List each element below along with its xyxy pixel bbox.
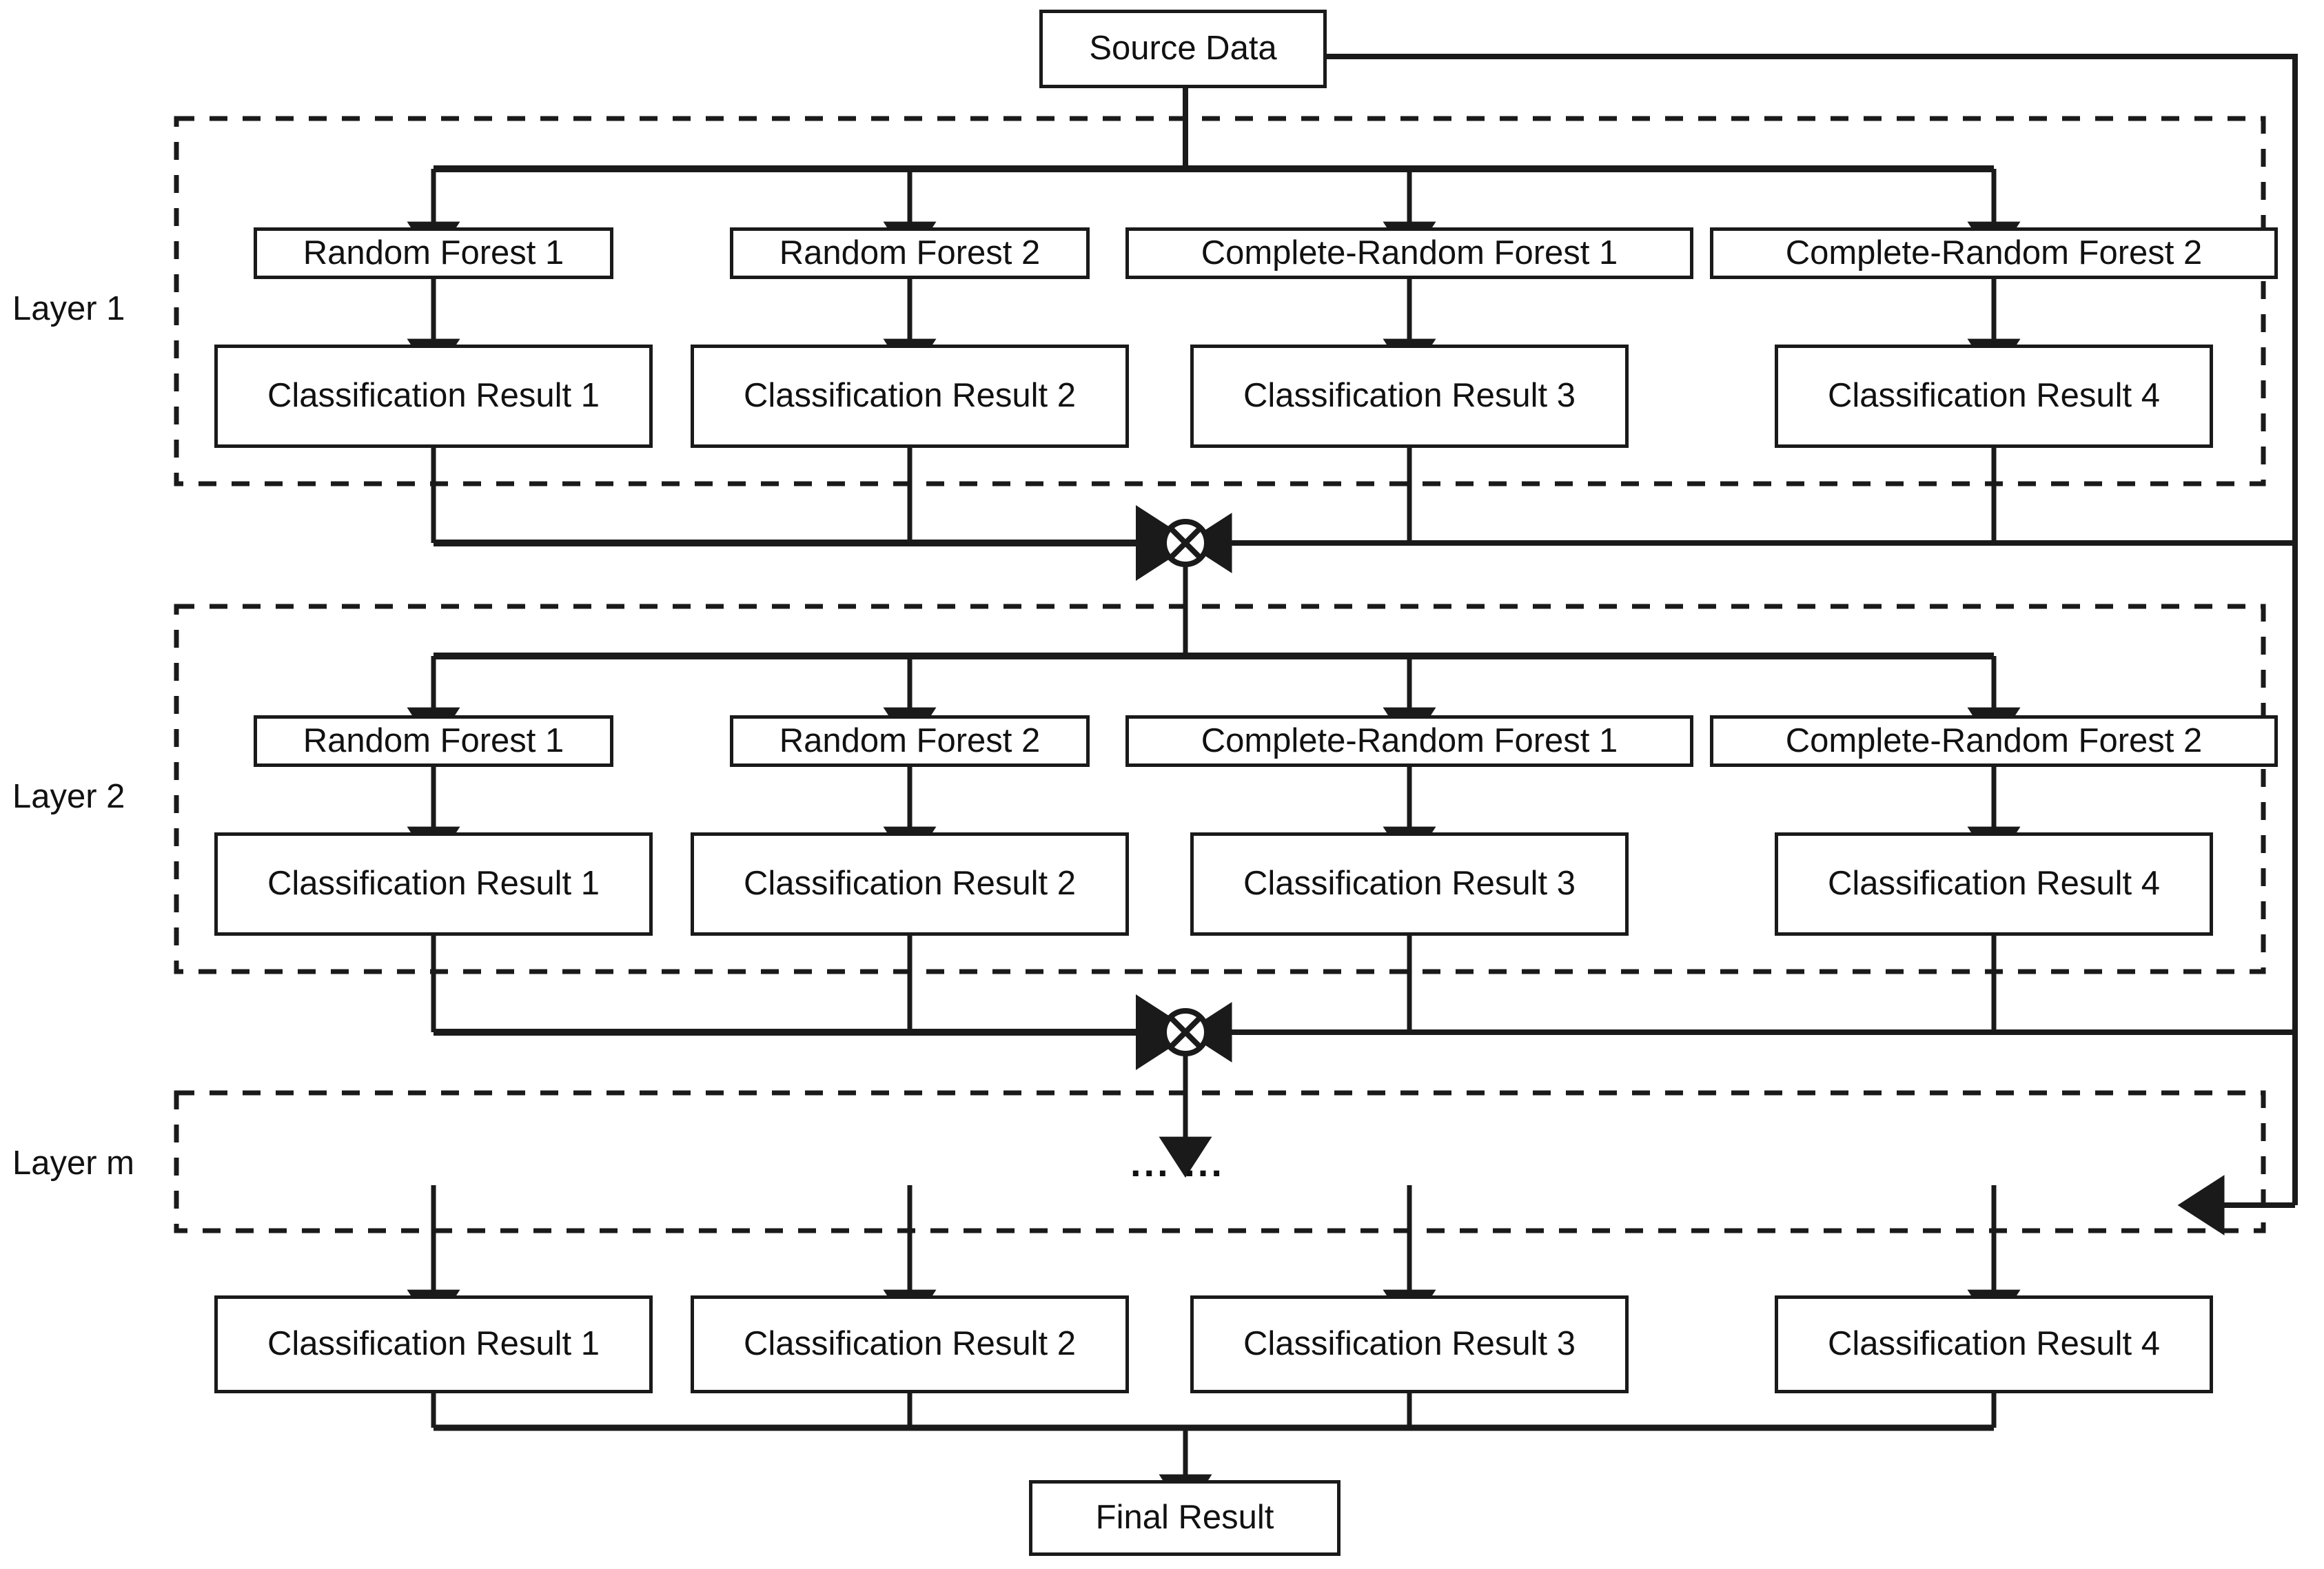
layer-m-result-0[interactable]: Classification Result 1 — [214, 1295, 653, 1393]
layer-1-forest-3[interactable]: Complete-Random Forest 2 — [1710, 227, 2278, 279]
node-label: Random Forest 2 — [779, 721, 1041, 759]
node-label: Classification Result 4 — [1827, 377, 2161, 415]
layer-2-forest-3[interactable]: Complete-Random Forest 2 — [1710, 715, 2278, 767]
node-label: Complete-Random Forest 2 — [1785, 234, 2203, 271]
node-label: Complete-Random Forest 1 — [1201, 234, 1618, 271]
node-label: Classification Result 3 — [1243, 1325, 1576, 1363]
layer-2-forest-1[interactable]: Random Forest 2 — [730, 715, 1090, 767]
source-data-feedback-trunk — [1185, 54, 2298, 1235]
layer-m-to-result-arrows — [407, 1185, 2021, 1331]
node-label: Random Forest 1 — [303, 721, 564, 759]
node-label: Classification Result 4 — [1827, 1325, 2161, 1363]
layer-m-label: Layer m — [12, 1145, 135, 1182]
node-label: Classification Result 2 — [743, 377, 1077, 415]
layer-1-result-3[interactable]: Classification Result 4 — [1775, 345, 2213, 448]
layer-1-forest-0[interactable]: Random Forest 1 — [254, 227, 613, 279]
source-data-node[interactable]: Source Data — [1039, 10, 1327, 88]
layer-m-result-3[interactable]: Classification Result 4 — [1775, 1295, 2213, 1393]
node-label: Classification Result 1 — [267, 377, 600, 415]
layer-1-dashed-frame — [174, 116, 2266, 486]
junction-2-circle-cross-icon — [1161, 1008, 1210, 1056]
node-label: Classification Result 4 — [1827, 865, 2161, 903]
final-result-label: Final Result — [1095, 1499, 1274, 1537]
layer-m-ellipsis: ... ... — [1130, 1141, 1225, 1185]
layer-1-result-1[interactable]: Classification Result 2 — [691, 345, 1129, 448]
source-data-label: Source Data — [1089, 30, 1277, 68]
layer-1-label: Layer 1 — [12, 290, 125, 327]
layer-m-dashed-frame — [174, 1090, 2266, 1233]
node-label: Classification Result 2 — [743, 1325, 1077, 1363]
layer-2-forest-0[interactable]: Random Forest 1 — [254, 715, 613, 767]
node-label: Classification Result 2 — [743, 865, 1077, 903]
node-label: Random Forest 1 — [303, 234, 564, 271]
node-label: Classification Result 1 — [267, 865, 600, 903]
layer-1-forest-1[interactable]: Random Forest 2 — [730, 227, 1090, 279]
layer-2-forest-to-result-arrows — [407, 767, 2021, 868]
layer-1-result-0[interactable]: Classification Result 1 — [214, 345, 653, 448]
node-label: Classification Result 1 — [267, 1325, 600, 1363]
layer-2-result-3[interactable]: Classification Result 4 — [1775, 832, 2213, 936]
layer-m-result-1[interactable]: Classification Result 2 — [691, 1295, 1129, 1393]
layer-1-forest-2[interactable]: Complete-Random Forest 1 — [1125, 227, 1693, 279]
layer-1-feed-arrows — [407, 169, 2021, 263]
final-result-drops — [431, 1393, 1997, 1428]
layer-2-result-drops — [431, 936, 1997, 1032]
layer-2-dashed-frame — [174, 604, 2266, 974]
layer-1-result-drops — [431, 448, 1997, 543]
layer-2-result-2[interactable]: Classification Result 3 — [1190, 832, 1629, 936]
node-label: Classification Result 3 — [1243, 865, 1576, 903]
junction-1-circle-cross-icon — [1161, 519, 1210, 567]
layer-1-result-2[interactable]: Classification Result 3 — [1190, 345, 1629, 448]
layer-2-result-1[interactable]: Classification Result 2 — [691, 832, 1129, 936]
layer-2-result-0[interactable]: Classification Result 1 — [214, 832, 653, 936]
node-label: Complete-Random Forest 2 — [1785, 721, 2203, 759]
layer-2-forest-2[interactable]: Complete-Random Forest 1 — [1125, 715, 1693, 767]
layer-2-label: Layer 2 — [12, 778, 125, 815]
node-label: Complete-Random Forest 1 — [1201, 721, 1618, 759]
node-label: Classification Result 3 — [1243, 377, 1576, 415]
final-result-node[interactable]: Final Result — [1029, 1480, 1341, 1556]
layer-m-result-2[interactable]: Classification Result 3 — [1190, 1295, 1629, 1393]
layer-1-forest-to-result-arrows — [407, 279, 2021, 380]
layer-2-feed-arrows — [407, 656, 2021, 749]
node-label: Random Forest 2 — [779, 234, 1041, 271]
